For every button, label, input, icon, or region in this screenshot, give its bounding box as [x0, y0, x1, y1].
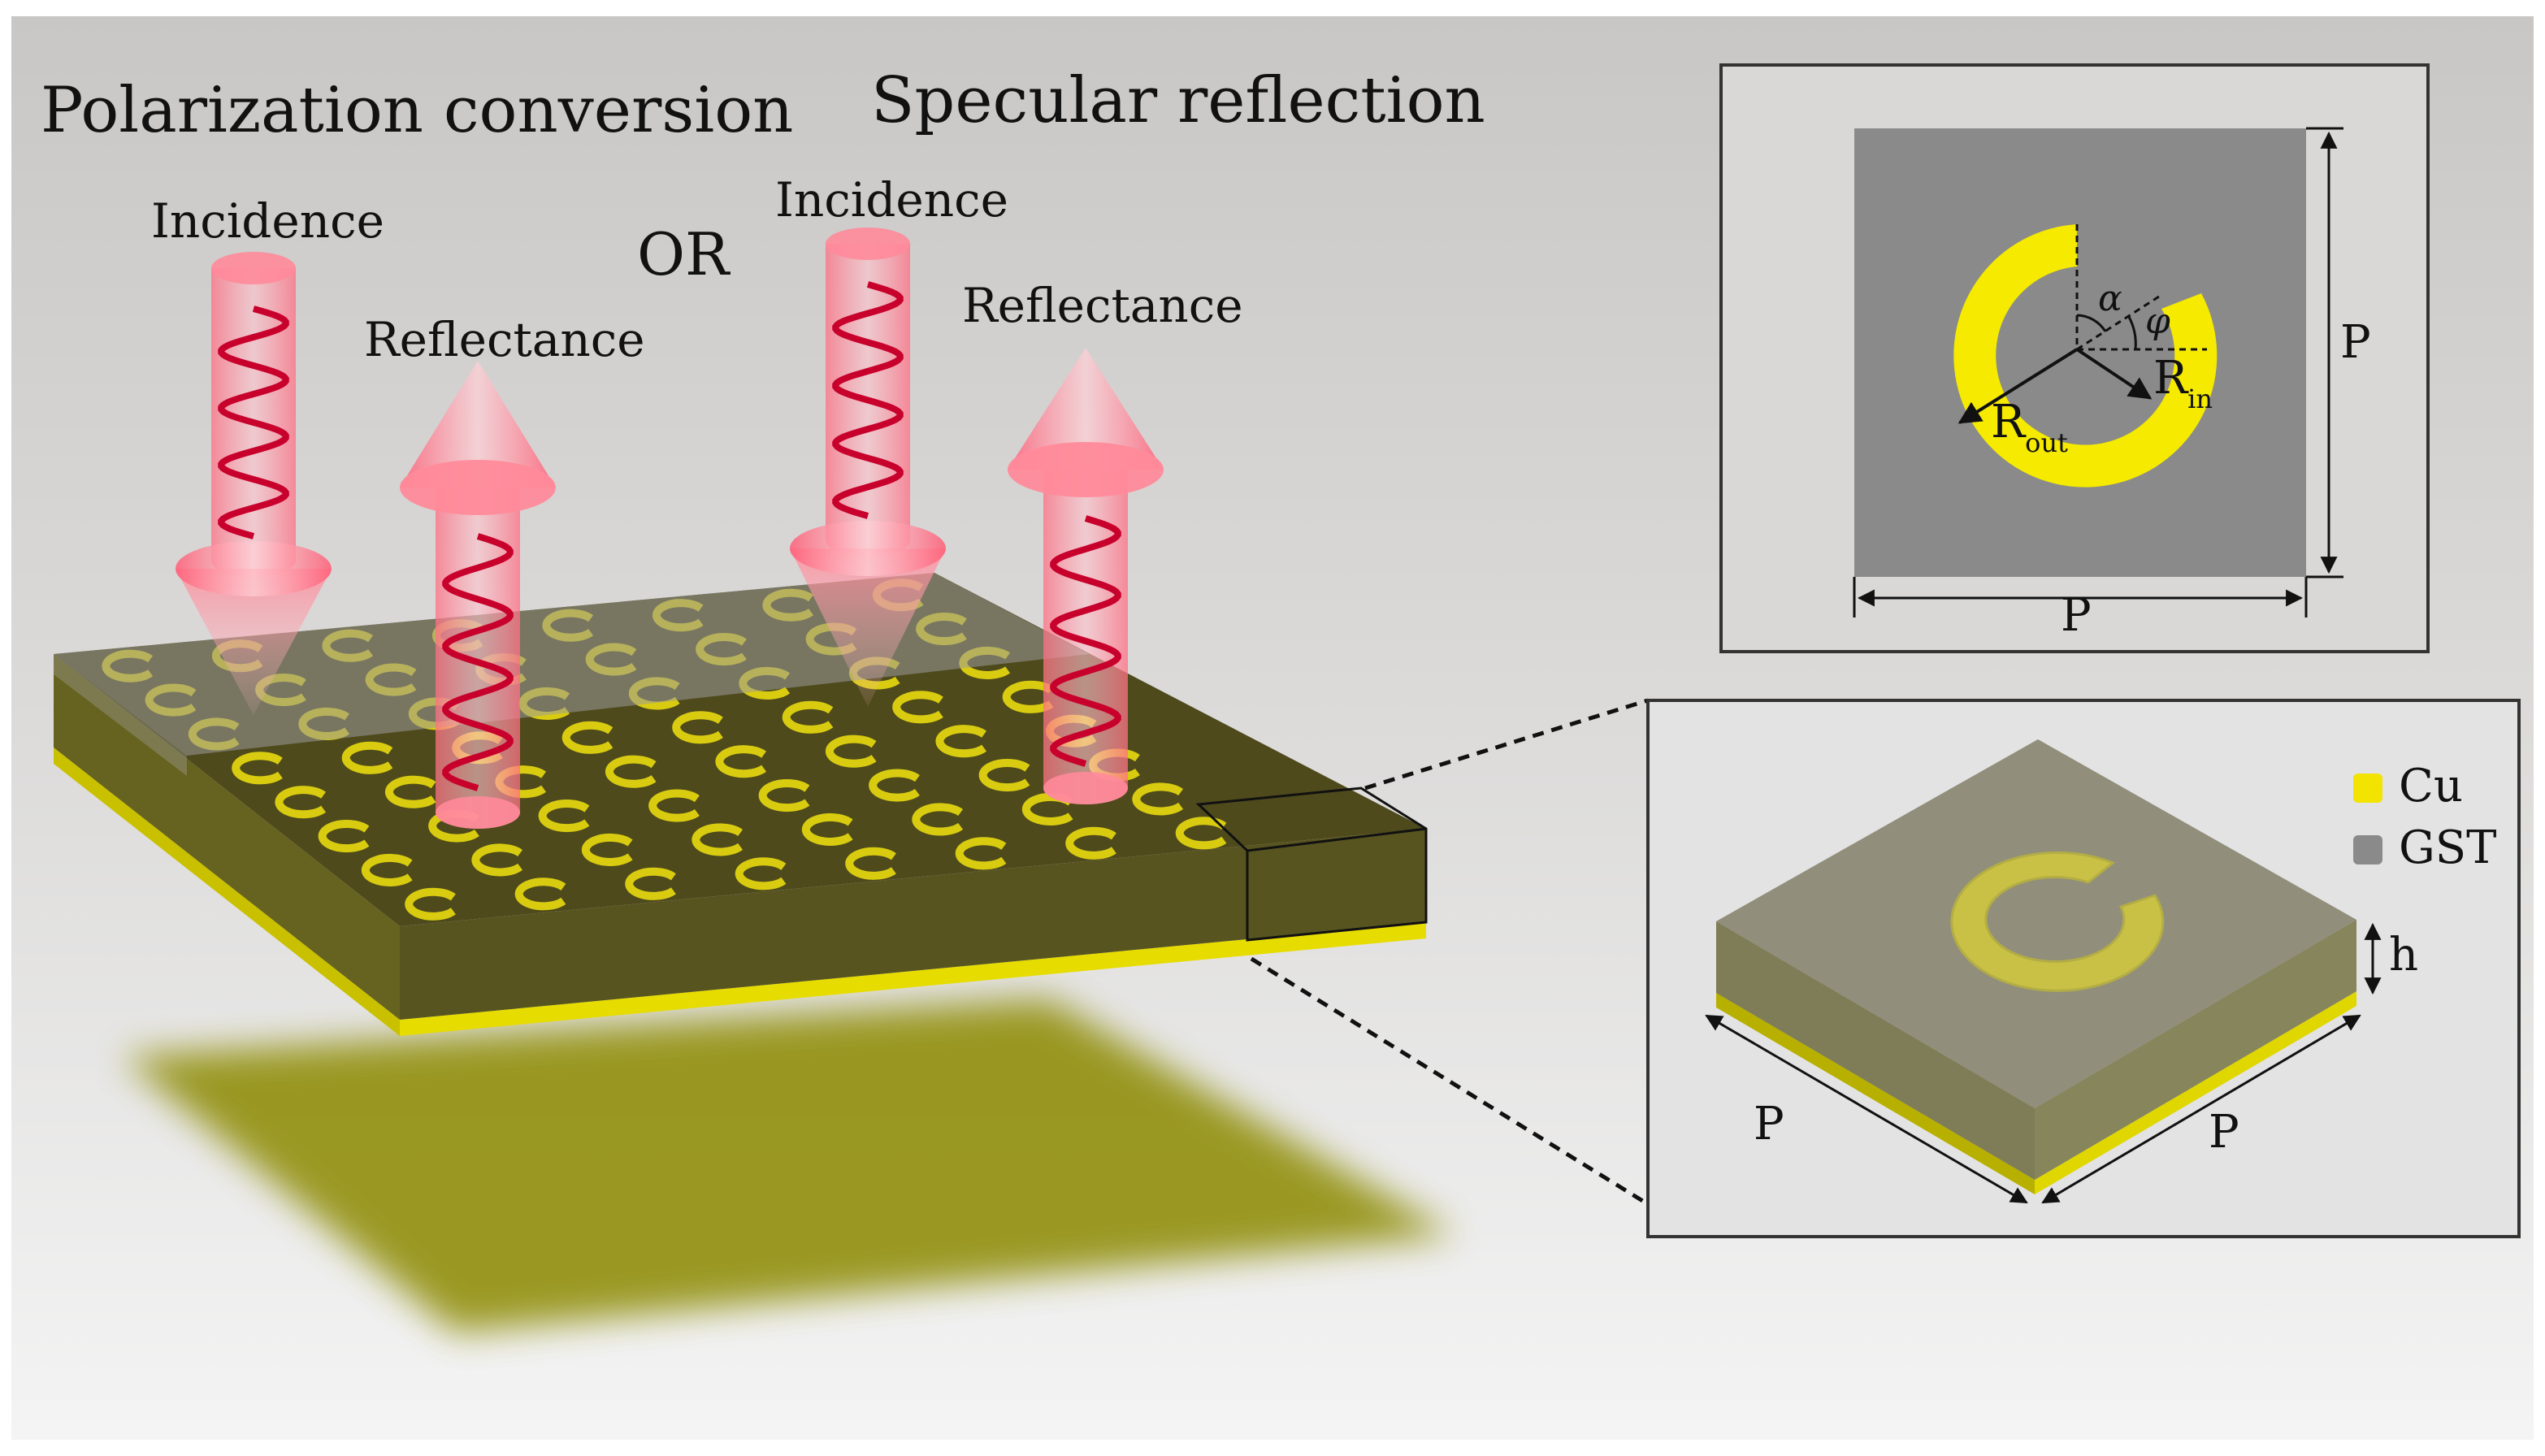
- top-view-panel: α φ Rin Rout P P: [1719, 63, 2430, 653]
- substrate-shadow: [122, 999, 1455, 1332]
- beam-helix: [1050, 515, 1121, 767]
- c-ring: [672, 711, 723, 744]
- alpha-label: α: [2098, 278, 2122, 319]
- legend-cu-swatch: [2353, 774, 2382, 803]
- title-polarization-conversion: Polarization conversion: [41, 74, 793, 147]
- r-in-label: Rin: [2153, 352, 2213, 414]
- substrate-yellow-right: [400, 922, 1426, 1036]
- substrate-yellow-front: [54, 748, 400, 1036]
- cell-c-ring: [1950, 851, 2165, 992]
- alpha-angle-arc: [2076, 314, 2107, 332]
- title-specular-reflection: Specular reflection: [871, 64, 1485, 137]
- beam-helix: [218, 306, 289, 540]
- cone-head: [400, 361, 556, 488]
- c-ring: [561, 721, 613, 754]
- right-incidence-label: Incidence: [775, 172, 1008, 228]
- c-ring: [275, 786, 327, 819]
- c-ring: [801, 812, 853, 846]
- cell-gst-top: [1716, 739, 2356, 1108]
- r-out-label: Rout: [1991, 396, 2068, 458]
- left-reflectance-label: Reflectance: [364, 312, 645, 367]
- c-ring: [361, 853, 413, 886]
- c-ring: [715, 745, 767, 778]
- cell-top-surface: [1716, 739, 2356, 1108]
- cone-base: [400, 460, 556, 515]
- c-ring: [581, 833, 633, 866]
- zoom-line-top: [1364, 698, 1649, 791]
- c-ring: [405, 887, 456, 921]
- c-ring: [232, 752, 283, 785]
- beam-bottom-cap: [1043, 772, 1128, 804]
- beam-top-cap: [211, 252, 296, 284]
- gst-front-band: [54, 654, 187, 776]
- beam-helix: [442, 533, 514, 791]
- r-out-subscript: out: [2025, 427, 2068, 458]
- metasurface-slab: [54, 573, 1428, 1036]
- c-ring: [625, 867, 676, 900]
- period-horizontal-label: P: [2061, 589, 2092, 642]
- c-ring: [978, 759, 1030, 792]
- legend-cu-label: Cu: [2399, 760, 2463, 812]
- c-ring: [845, 847, 896, 880]
- c-ring: [538, 800, 590, 833]
- right-reflectance-label: Reflectance: [962, 278, 1243, 333]
- c-ring: [735, 857, 787, 890]
- beam-helix: [832, 281, 904, 519]
- r-in-arrow: [2075, 348, 2153, 400]
- r-out-arrow: [1958, 348, 2079, 424]
- c-ring: [692, 823, 744, 856]
- beam-top-cap: [826, 228, 910, 260]
- c-ring: [869, 769, 920, 802]
- phi-angle-arc: [2127, 316, 2137, 350]
- left-incidence-label: Incidence: [151, 193, 384, 249]
- legend-gst-label: GST: [2399, 821, 2496, 874]
- cone-head: [790, 548, 946, 707]
- c-ring: [758, 779, 810, 812]
- c-ring: [892, 691, 943, 724]
- c-ring: [341, 741, 393, 774]
- selected-unit-cell-edge: [1246, 827, 1427, 852]
- c-ring: [935, 725, 987, 758]
- c-ring: [1132, 782, 1184, 816]
- c-ring: [648, 789, 700, 822]
- phi-label: φ: [2145, 301, 2170, 342]
- cone-base: [176, 541, 332, 596]
- ring-gap-edge: [2076, 293, 2162, 351]
- cone-base: [1008, 442, 1164, 497]
- beam-bottom-cap: [436, 796, 520, 829]
- cell-period-right-label: P: [2209, 1106, 2239, 1159]
- c-ring: [782, 700, 834, 734]
- c-ring: [471, 843, 523, 877]
- legend-gst-swatch: [2353, 835, 2382, 864]
- c-ring: [1002, 680, 1054, 713]
- period-vertical-label: P: [2340, 316, 2371, 369]
- slab-front-face: [54, 654, 400, 1020]
- c-ring: [605, 755, 657, 788]
- height-label: h: [2389, 929, 2418, 982]
- c-ring: [318, 820, 370, 853]
- beams-group: [176, 228, 1164, 829]
- c-ring: [384, 775, 436, 808]
- c-ring: [1065, 826, 1116, 860]
- cell-period-left-label: P: [1754, 1098, 1784, 1150]
- r-in-subscript: in: [2187, 384, 2213, 414]
- unit-cell-panel: h P P Cu GST: [1646, 699, 2521, 1238]
- cell-period-left-arrow: [1705, 1014, 2028, 1204]
- cell-period-right-arrow: [2041, 1014, 2361, 1204]
- cone-head: [176, 569, 332, 715]
- cone-head: [1008, 348, 1164, 470]
- c-ring: [955, 837, 1007, 870]
- split-ring: [1953, 224, 2218, 488]
- c-ring: [912, 803, 964, 836]
- c-ring: [514, 878, 566, 911]
- c-ring: [825, 734, 877, 768]
- slab-right-face: [400, 829, 1426, 1020]
- or-label: OR: [637, 220, 731, 288]
- cone-base: [790, 521, 946, 576]
- c-ring: [1175, 817, 1227, 850]
